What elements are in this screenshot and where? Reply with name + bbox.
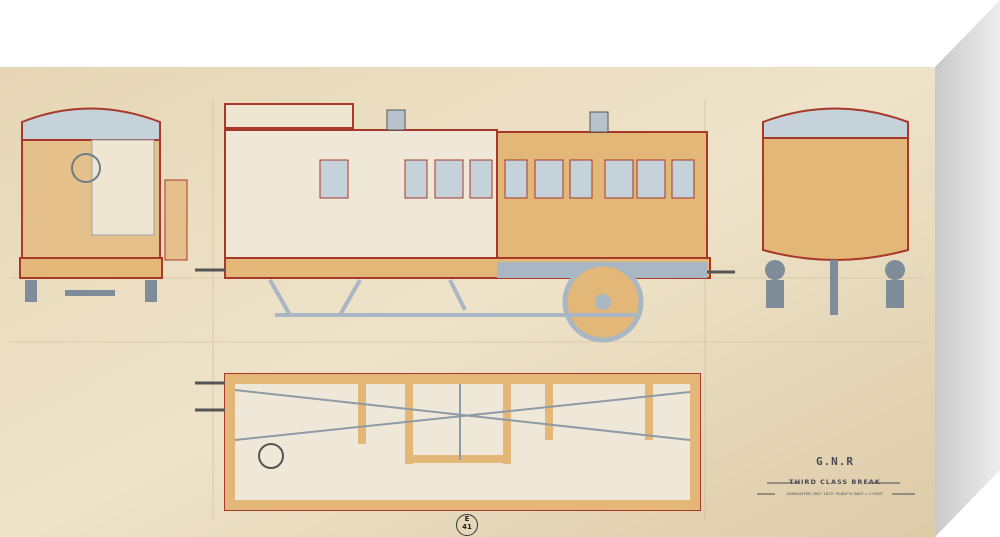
right-end-elevation [762, 107, 909, 315]
drawing-title: G.N.R [815, 455, 855, 468]
canvas-side-edge [935, 0, 1000, 537]
plan-view [195, 373, 701, 511]
drawing-subtitle: THIRD CLASS BREAK [789, 478, 881, 486]
left-end-elevation [19, 107, 188, 302]
stamp-number: 41 [462, 523, 472, 531]
side-elevation [195, 103, 735, 343]
canvas-top-edge [0, 0, 1000, 67]
stamp-letter: E [464, 515, 470, 523]
drawing-stamp: E 41 [456, 514, 478, 536]
drawing-caption: DONCASTER, DEC' 1872. SCALE ½ INCH = 1 F… [787, 491, 883, 496]
